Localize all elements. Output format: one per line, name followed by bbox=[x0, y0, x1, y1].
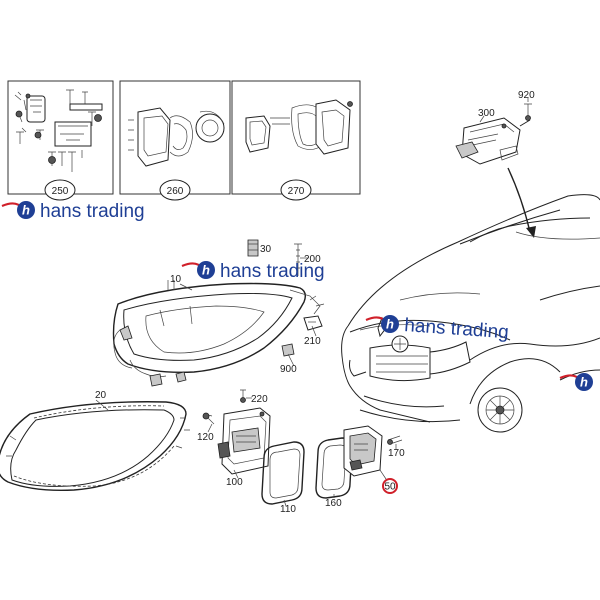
highlight-ring-50 bbox=[382, 478, 398, 494]
part-900 bbox=[281, 343, 295, 357]
label-100: 100 bbox=[226, 477, 243, 488]
label-250: 250 bbox=[52, 186, 69, 197]
screw-170 bbox=[387, 435, 403, 445]
hans-trading-logo-icon: h bbox=[1, 201, 35, 219]
svg-text:h: h bbox=[580, 375, 588, 390]
inset-box-270: 270 bbox=[231, 80, 361, 201]
inset-box-260: 260 bbox=[119, 80, 231, 201]
label-170: 170 bbox=[388, 448, 405, 459]
label-270: 270 bbox=[288, 186, 305, 197]
part-30-shield bbox=[247, 239, 259, 257]
svg-text:h: h bbox=[386, 317, 394, 332]
watermark-text-3: hans trading bbox=[404, 315, 510, 343]
watermark-1: h hans trading bbox=[1, 201, 145, 222]
headlamp-10 bbox=[112, 280, 325, 387]
leader-lines bbox=[95, 98, 529, 507]
label-200: 200 bbox=[304, 254, 321, 265]
screw-120 bbox=[202, 412, 215, 425]
label-120: 120 bbox=[197, 432, 214, 443]
watermark-3: h hans trading bbox=[365, 315, 510, 343]
gasket-160 bbox=[315, 437, 353, 499]
label-300: 300 bbox=[478, 108, 495, 119]
hans-trading-logo-icon: h bbox=[365, 315, 399, 333]
control-unit-100 bbox=[217, 407, 271, 475]
svg-text:h: h bbox=[22, 203, 30, 218]
watermark-text-1: hans trading bbox=[40, 201, 145, 222]
label-160: 160 bbox=[325, 498, 342, 509]
module-50 bbox=[343, 425, 383, 477]
gasket-110 bbox=[261, 441, 305, 505]
watermark-2: h hans trading bbox=[181, 261, 325, 282]
label-210: 210 bbox=[304, 336, 321, 347]
label-220: 220 bbox=[251, 394, 268, 405]
label-20: 20 bbox=[95, 390, 107, 401]
inset-box-250: 250 bbox=[7, 80, 114, 201]
label-900: 900 bbox=[280, 364, 297, 375]
lens-cover-20 bbox=[0, 401, 190, 491]
label-260: 260 bbox=[167, 186, 184, 197]
label-110: 110 bbox=[280, 504, 296, 515]
hans-trading-logo-icon: h bbox=[181, 261, 215, 279]
screw-200 bbox=[294, 243, 302, 276]
label-10: 10 bbox=[170, 274, 182, 285]
car-silhouette bbox=[341, 194, 600, 433]
watermark-4: h bbox=[559, 373, 593, 391]
label-30: 30 bbox=[260, 244, 272, 255]
clip-210 bbox=[303, 315, 323, 331]
hans-trading-logo-icon: h bbox=[559, 373, 593, 391]
svg-text:h: h bbox=[202, 263, 210, 278]
watermark-text-2: hans trading bbox=[220, 261, 325, 282]
label-920: 920 bbox=[518, 90, 535, 101]
label-50: 50 bbox=[384, 482, 396, 493]
screw-220 bbox=[240, 389, 246, 403]
module-300 bbox=[455, 103, 536, 238]
